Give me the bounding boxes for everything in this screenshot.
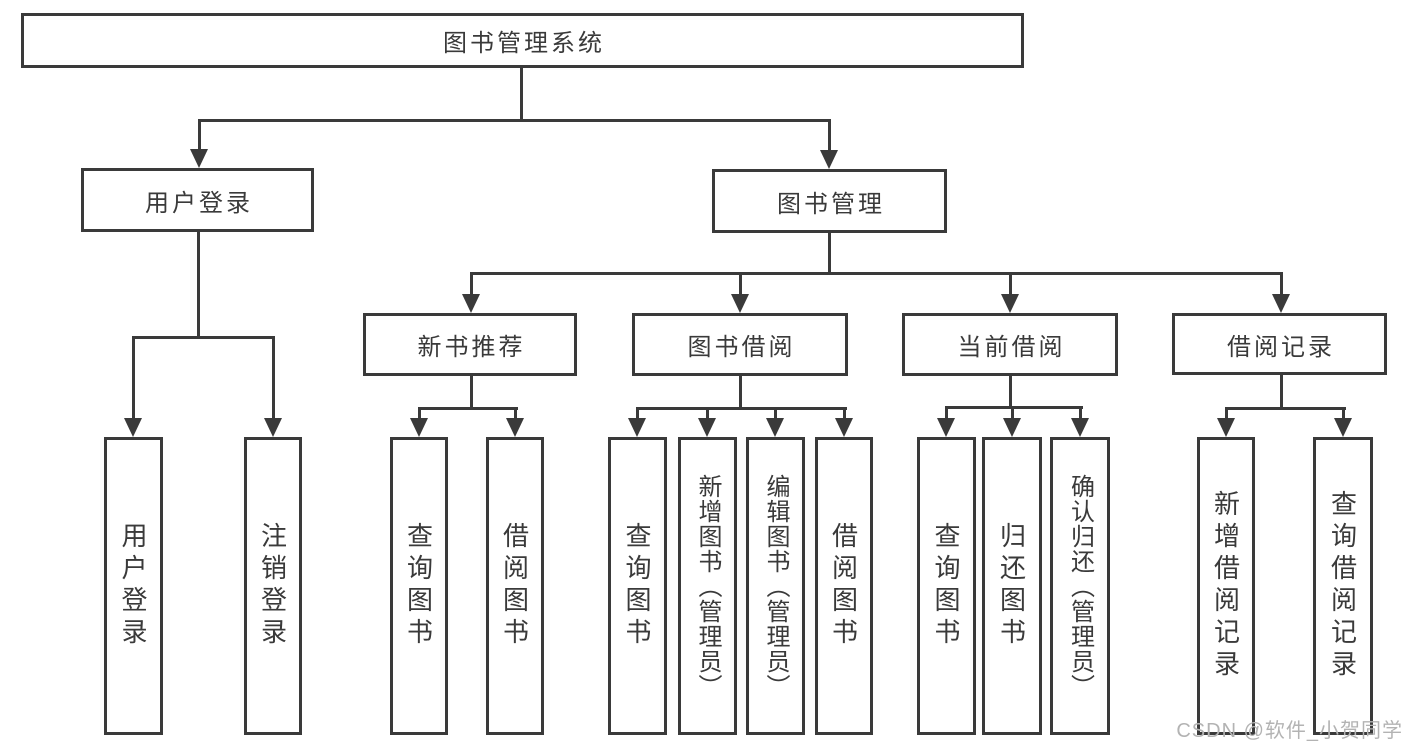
leaf-return-books: 归还图书 bbox=[982, 437, 1042, 735]
arrowhead-new-book bbox=[462, 294, 480, 313]
connector-book-management-stem bbox=[828, 233, 831, 274]
arrowhead-leaf-logout bbox=[264, 418, 282, 437]
connector-current-borrow-stem bbox=[1009, 376, 1012, 408]
connector-drop-add-record bbox=[1225, 407, 1228, 421]
arrowhead-return-books bbox=[1003, 418, 1021, 437]
connector-drop-confirm-return bbox=[1079, 406, 1082, 421]
arrowhead-query-books-3 bbox=[937, 418, 955, 437]
node-borrow-records: 借阅记录 bbox=[1172, 313, 1387, 375]
connector-drop-borrow-books-1 bbox=[514, 407, 517, 421]
node-book-borrow: 图书借阅 bbox=[632, 313, 848, 376]
arrowhead-borrow-books-2 bbox=[835, 418, 853, 437]
connector-borrow-records-branch bbox=[1225, 407, 1346, 410]
arrowhead-borrow-records bbox=[1272, 294, 1290, 313]
connector-drop-query-books-3 bbox=[945, 406, 948, 421]
arrowhead-edit-books bbox=[766, 418, 784, 437]
leaf-query-books-3: 查询图书 bbox=[917, 437, 976, 735]
connector-book-borrow-branch bbox=[636, 407, 847, 410]
leaf-borrow-books-2: 借阅图书 bbox=[815, 437, 873, 735]
connector-drop-book-management bbox=[828, 119, 831, 153]
leaf-add-borrow-record: 新增借阅记录 bbox=[1197, 437, 1255, 735]
csdn-watermark: CSDN @软件_小贺同学 bbox=[1176, 720, 1403, 742]
node-book-management: 图书管理 bbox=[712, 169, 947, 233]
leaf-query-borrow-record: 查询借阅记录 bbox=[1313, 437, 1373, 735]
connector-drop-borrow-records bbox=[1280, 272, 1283, 297]
arrowhead-add-books bbox=[698, 418, 716, 437]
connector-drop-query-books-1 bbox=[418, 407, 421, 421]
connector-drop-user-login bbox=[198, 119, 201, 152]
arrowhead-book-borrow bbox=[731, 294, 749, 313]
connector-drop-new-book bbox=[470, 272, 473, 297]
connector-book-management-branch bbox=[470, 272, 1283, 275]
arrowhead-book-management bbox=[820, 150, 838, 169]
node-user-login: 用户登录 bbox=[81, 168, 314, 232]
arrowhead-query-books-2 bbox=[628, 418, 646, 437]
connector-drop-edit-books bbox=[774, 407, 777, 421]
connector-drop-leaf-user-login bbox=[132, 336, 135, 421]
leaf-query-books-2: 查询图书 bbox=[608, 437, 667, 735]
connector-drop-leaf-logout bbox=[272, 336, 275, 421]
connector-current-borrow-branch bbox=[945, 406, 1083, 409]
connector-root-branch bbox=[198, 119, 831, 122]
arrowhead-leaf-user-login bbox=[124, 418, 142, 437]
connector-new-book-stem bbox=[470, 376, 473, 409]
connector-drop-return-books bbox=[1011, 406, 1014, 421]
connector-drop-current-borrow bbox=[1009, 272, 1012, 297]
leaf-logout: 注销登录 bbox=[244, 437, 302, 735]
arrowhead-confirm-return bbox=[1071, 418, 1089, 437]
connector-borrow-records-stem bbox=[1280, 375, 1283, 409]
arrowhead-query-record bbox=[1334, 418, 1352, 437]
connector-drop-query-books-2 bbox=[636, 407, 639, 421]
arrowhead-borrow-books-1 bbox=[506, 418, 524, 437]
connector-drop-add-books bbox=[706, 407, 709, 421]
leaf-edit-books-admin: 编辑图书（管理员） bbox=[746, 437, 805, 735]
arrowhead-add-record bbox=[1217, 418, 1235, 437]
arrowhead-user-login bbox=[190, 149, 208, 168]
connector-book-borrow-stem bbox=[739, 376, 742, 409]
connector-user-login-branch bbox=[132, 336, 275, 339]
connector-drop-borrow-books-2 bbox=[843, 407, 846, 421]
leaf-borrow-books-1: 借阅图书 bbox=[486, 437, 544, 735]
connector-drop-book-borrow bbox=[739, 272, 742, 297]
leaf-query-books-1: 查询图书 bbox=[390, 437, 448, 735]
arrowhead-query-books-1 bbox=[410, 418, 428, 437]
node-current-borrow: 当前借阅 bbox=[902, 313, 1118, 376]
leaf-confirm-return-admin: 确认归还（管理员） bbox=[1050, 437, 1110, 735]
connector-drop-query-record bbox=[1342, 407, 1345, 421]
node-root: 图书管理系统 bbox=[21, 13, 1024, 68]
connector-root-stem bbox=[520, 68, 523, 120]
arrowhead-current-borrow bbox=[1001, 294, 1019, 313]
connector-user-login-stem bbox=[197, 232, 200, 339]
node-new-book-recommend: 新书推荐 bbox=[363, 313, 577, 376]
connector-new-book-branch bbox=[418, 407, 518, 410]
leaf-add-books-admin: 新增图书（管理员） bbox=[678, 437, 737, 735]
leaf-user-login: 用户登录 bbox=[104, 437, 163, 735]
